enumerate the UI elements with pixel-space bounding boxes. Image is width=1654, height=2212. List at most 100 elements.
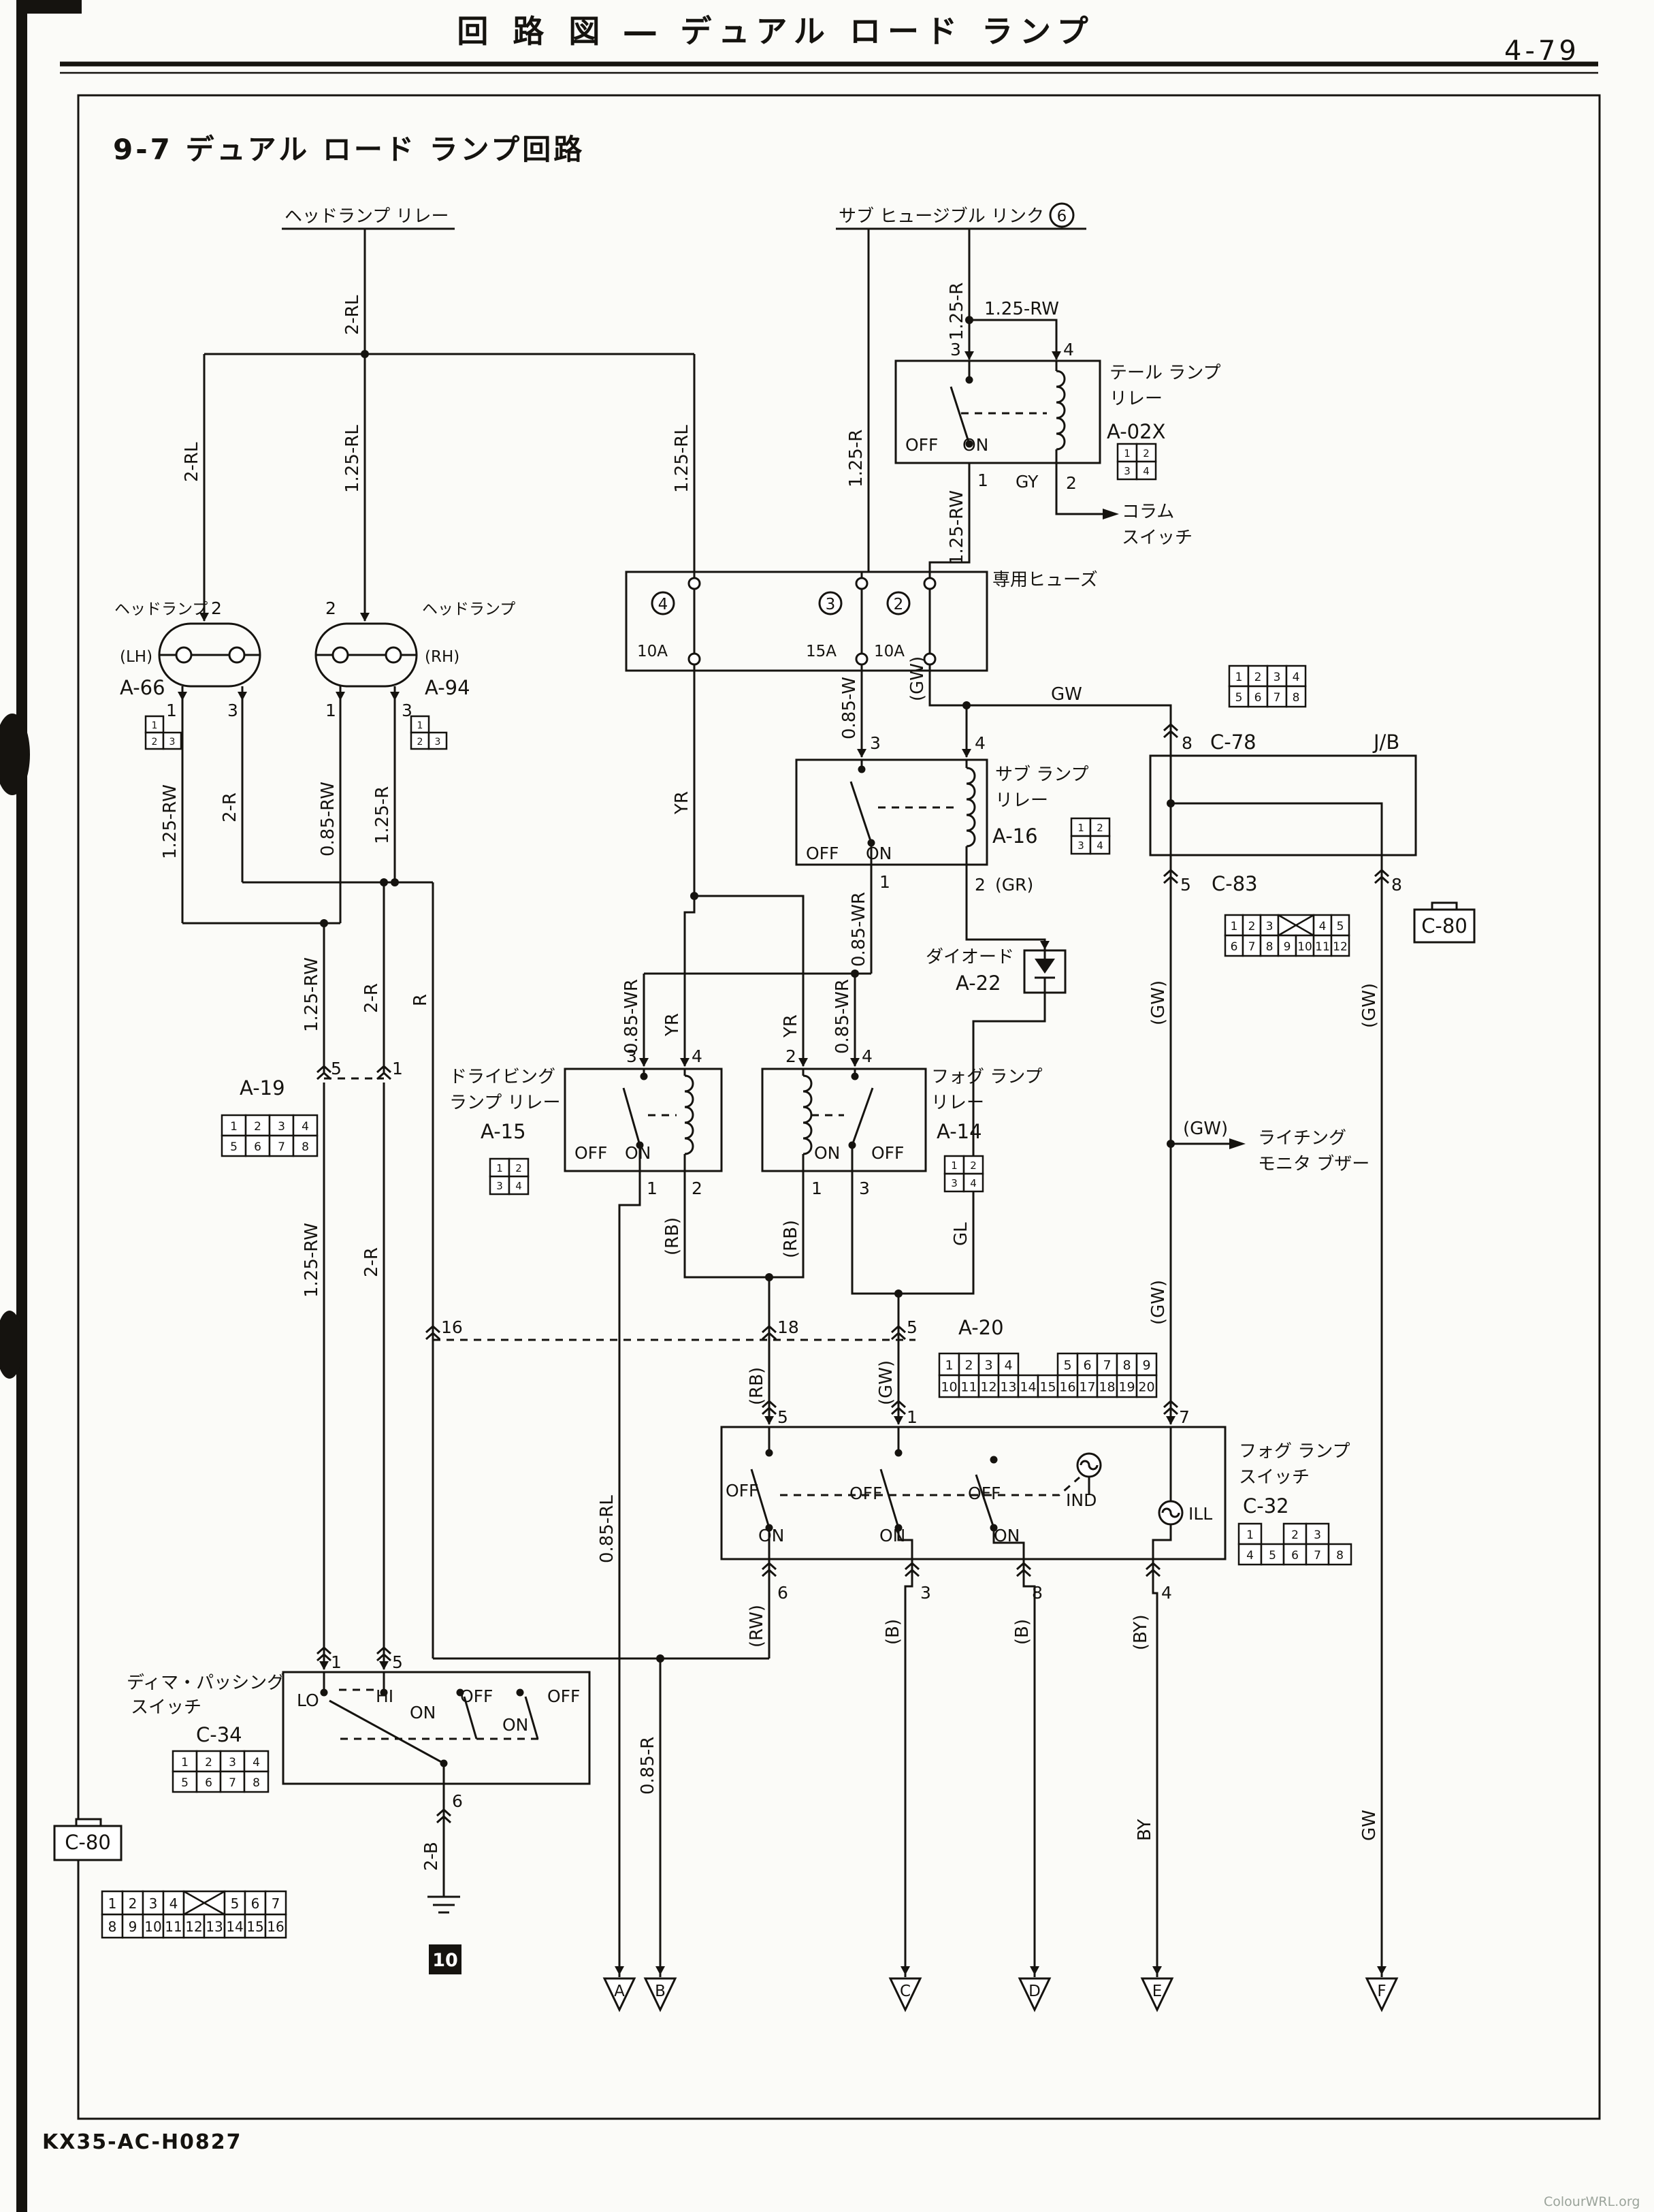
svg-text:1: 1 <box>1246 1528 1254 1542</box>
c34-hi: HI <box>376 1686 393 1706</box>
fog-lamp-relay-a14 <box>761 1068 927 1172</box>
svg-text:14: 14 <box>226 1919 243 1935</box>
a14-on: ON <box>814 1143 840 1163</box>
dimmer-switch-label-2: スイッチ <box>131 1697 201 1718</box>
svg-text:20: 20 <box>1138 1380 1154 1395</box>
svg-text:4: 4 <box>1143 465 1150 477</box>
headlamp-rh-label: ヘッドランプ <box>422 600 515 618</box>
svg-text:9: 9 <box>1284 940 1291 954</box>
svg-text:10: 10 <box>144 1919 161 1935</box>
a19-pin1: 1 <box>392 1059 403 1078</box>
svg-text:11: 11 <box>1315 940 1330 954</box>
svg-text:1: 1 <box>152 720 158 731</box>
svg-text:10: 10 <box>1297 940 1312 954</box>
triangle-f: F <box>1377 1983 1386 2000</box>
a14-off: OFF <box>871 1143 904 1163</box>
junction-block <box>1149 754 1417 856</box>
svg-text:1: 1 <box>1231 920 1238 933</box>
lighting-monitor-label-2: モニタ ブザー <box>1258 1154 1369 1174</box>
buzzer-wire-label: (GW) <box>1183 1119 1228 1139</box>
fog-relay-label-1: フォグ ランプ <box>931 1067 1043 1087</box>
svg-text:12: 12 <box>1333 940 1348 954</box>
diode-code: A-22 <box>956 972 1001 995</box>
svg-text:6: 6 <box>205 1776 212 1790</box>
fusible-link-number-circle <box>1049 202 1075 228</box>
svg-text:3: 3 <box>149 1895 158 1912</box>
triangle-c: C <box>900 1983 911 2000</box>
c32-on-1: ON <box>758 1526 784 1545</box>
wire-label: 1.25-RL <box>672 425 692 493</box>
c32-pin7: 7 <box>1179 1407 1190 1427</box>
svg-text:6: 6 <box>1231 940 1238 954</box>
a20-pin18: 18 <box>777 1317 799 1337</box>
diode-a22 <box>1023 949 1067 994</box>
c34-pin5: 5 <box>392 1652 403 1672</box>
svg-text:2: 2 <box>515 1162 522 1174</box>
rh-pin1: 1 <box>325 701 336 720</box>
fog-lamp-switch-c32 <box>720 1426 1227 1560</box>
svg-text:11: 11 <box>165 1919 182 1935</box>
svg-text:18: 18 <box>1099 1380 1115 1395</box>
svg-text:8: 8 <box>1122 1358 1131 1373</box>
headlamp-relay-label: ヘッドランプ リレー <box>285 206 449 227</box>
section-title: 9-7 デュアル ロード ランプ回路 <box>113 133 585 166</box>
svg-text:7: 7 <box>1314 1549 1321 1562</box>
tail-lamp-relay-a02x <box>894 359 1101 464</box>
wire-label: YR <box>662 1013 683 1037</box>
svg-text:16: 16 <box>267 1919 284 1935</box>
dedicated-fuse-label: 専用ヒューズ <box>992 570 1098 590</box>
svg-text:17: 17 <box>1079 1380 1095 1395</box>
svg-text:2: 2 <box>129 1895 137 1912</box>
c78-pin8: 8 <box>1182 733 1193 753</box>
svg-text:4: 4 <box>1293 671 1300 684</box>
labels: ヘッドランプ リレー サブ ヒュージブル リンク 6 テール ランプ リレー A… <box>65 206 1467 2000</box>
svg-text:7: 7 <box>1248 940 1256 954</box>
lh-pin2: 2 <box>211 598 222 618</box>
a16-pin1: 1 <box>879 872 890 892</box>
svg-text:3: 3 <box>984 1358 992 1373</box>
svg-text:3: 3 <box>496 1180 503 1192</box>
fog-switch-label-1: フォグ ランプ <box>1239 1441 1350 1462</box>
wire-label: 0.85-RW <box>318 782 338 856</box>
column-switch-label-2: スイッチ <box>1122 528 1193 548</box>
a02x-on: ON <box>962 435 988 455</box>
c32-on-3: ON <box>994 1526 1020 1545</box>
svg-text:1: 1 <box>945 1358 953 1373</box>
svg-text:2: 2 <box>1254 671 1262 684</box>
dimmer-switch-label-1: ディマ・パッシング <box>127 1673 285 1693</box>
svg-text:13: 13 <box>1000 1380 1016 1395</box>
wire-label: (GW) <box>876 1360 896 1405</box>
svg-text:7: 7 <box>272 1895 280 1912</box>
svg-text:14: 14 <box>1020 1380 1036 1395</box>
a02x-pin2: 2 <box>1066 473 1077 493</box>
wire-label: (GW) <box>1359 983 1380 1028</box>
watermark: ColourWRL.org <box>1544 2194 1640 2209</box>
svg-text:13: 13 <box>206 1919 223 1935</box>
wire-label: 1.25-RW <box>160 784 180 859</box>
svg-text:5: 5 <box>1235 691 1243 705</box>
svg-text:6: 6 <box>251 1895 260 1912</box>
svg-text:4: 4 <box>1319 920 1327 933</box>
fuse3-rating: 15A <box>806 643 837 660</box>
wire-label: 0.85-WR <box>621 979 642 1054</box>
wire-label: 2-R <box>361 983 382 1013</box>
wire-label: 0.85-WR <box>832 979 853 1054</box>
a15-on: ON <box>625 1143 651 1163</box>
headlamp-lh-code: A-66 <box>120 676 165 699</box>
c34-off-2: OFF <box>547 1686 580 1706</box>
lh-pin3: 3 <box>227 701 238 720</box>
driving-relay-label-1: ドライビング <box>449 1067 555 1087</box>
c32-pin5: 5 <box>777 1407 788 1427</box>
fuse3-number: 3 <box>826 596 836 613</box>
c32-pin4: 4 <box>1161 1583 1172 1603</box>
svg-text:5: 5 <box>181 1776 189 1790</box>
wire-label: (BY) <box>1131 1614 1151 1650</box>
c32-off-3: OFF <box>968 1484 1001 1503</box>
svg-text:8: 8 <box>108 1919 117 1935</box>
